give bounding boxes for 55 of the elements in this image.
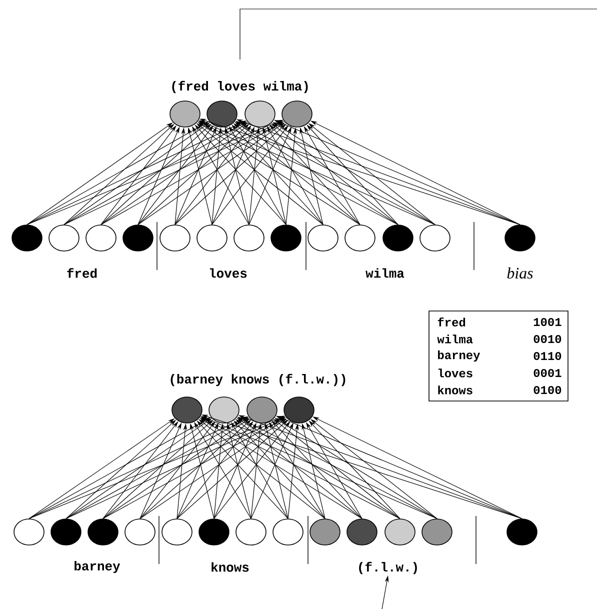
- unit-circle: [308, 224, 338, 252]
- unit-circle: [420, 224, 450, 252]
- unit-circle: [162, 518, 192, 546]
- unit-circle: [160, 224, 190, 252]
- unit-circle: [310, 518, 340, 546]
- unit-circle: [234, 224, 264, 252]
- unit-circle: [196, 224, 228, 252]
- word-label: wilma: [366, 268, 404, 278]
- label: knows: [438, 386, 472, 394]
- unit-circle: [206, 100, 238, 128]
- unit-circle: [208, 396, 240, 424]
- unit-circle: [48, 224, 80, 252]
- code-table: fred 1001 wilma 0010 barney 0110 loves 0001 knows 0100: [428, 310, 568, 402]
- unit-circle: [236, 518, 266, 546]
- unit-circle: [382, 224, 414, 252]
- unit-circle: [272, 518, 304, 546]
- unit-circle: [244, 100, 276, 128]
- connector-line: [240, 8, 597, 60]
- unit-circle: [246, 396, 278, 424]
- unit-circle: [14, 518, 44, 546]
- unit-circle: [270, 224, 302, 252]
- unit-circle: [122, 224, 154, 252]
- unit-circle: [50, 518, 82, 546]
- word-label: loves: [210, 268, 247, 278]
- word-label: barney: [74, 560, 120, 574]
- word-label: knows: [212, 562, 249, 572]
- unit-circle: [86, 224, 116, 252]
- unit-circle: [284, 396, 314, 424]
- unit-circle: [172, 396, 202, 424]
- unit-circle: [346, 518, 378, 546]
- unit-circle: [282, 100, 312, 128]
- label: fred: [438, 318, 466, 326]
- unit-circle: [170, 100, 200, 128]
- unit-circle: [198, 518, 230, 546]
- layer-label: (barney knows (f.l.w.)): [170, 374, 346, 386]
- unit-circle: [422, 518, 452, 546]
- unit-circle: [88, 518, 118, 546]
- unit-circle: [124, 518, 156, 546]
- unit-circle: [344, 224, 376, 252]
- label: 0100: [534, 386, 562, 394]
- word-label: bias: [507, 267, 533, 279]
- unit-circle: [504, 224, 536, 252]
- layer-label: (fred loves wilma): [172, 80, 308, 94]
- word-label: fred: [67, 268, 97, 278]
- label: 0110: [534, 352, 562, 360]
- label: 1001: [534, 318, 562, 326]
- label: loves: [438, 368, 472, 378]
- label: 0010: [534, 334, 562, 344]
- unit-circle: [506, 518, 538, 546]
- label: wilma: [437, 334, 473, 344]
- layer-label: (f.l.w.): [359, 562, 417, 574]
- unit-circle: [12, 224, 42, 252]
- label: barney: [438, 350, 480, 362]
- unit-circle: [384, 518, 416, 546]
- label: 0001: [534, 368, 562, 378]
